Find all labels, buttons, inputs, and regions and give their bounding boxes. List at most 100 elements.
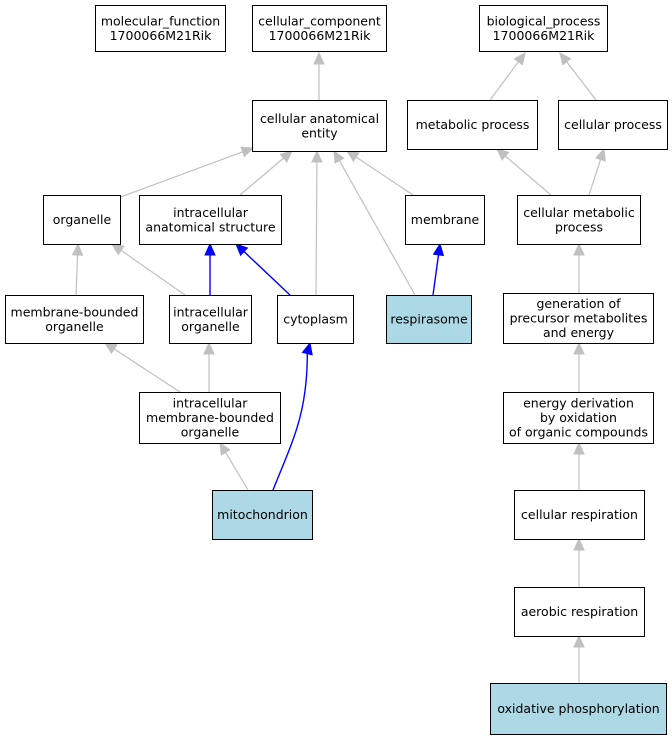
edge-cellular_metabolic_process-to-metabolic_process [496,148,552,196]
node-label: intracellular [173,304,249,319]
arrowhead-icon [204,242,216,256]
edge-cellular_anatomical_entity-to-cellular_component [313,51,325,100]
edge-line [225,452,249,491]
node-cytoplasm[interactable]: cytoplasm [277,295,354,344]
node-label: respirasome [390,312,468,327]
node-box [517,195,641,245]
node-label: intracellular [173,205,249,220]
arrowhead-icon [333,149,345,164]
edge-cytoplasm-to-intracellular_anatomical_structure [235,243,291,296]
node-label: and energy [543,325,615,340]
arrowhead-icon [496,148,510,161]
node-label: organelle [45,319,104,334]
node-box [169,295,252,344]
node-label: cytoplasm [283,312,348,327]
edge-energy_derivation-to-generation_of_precursor [573,341,585,392]
edge-respirasome-to-cellular_anatomical_entity [333,149,416,296]
edge-intracellular_membrane_bounded_organelle-to-membrane_bounded_organelle [103,342,181,393]
edge-cellular_respiration-to-energy_derivation [573,441,585,490]
arrowhead-icon [573,242,585,256]
node-label: aerobic respiration [521,604,638,619]
node-label: organelle [181,425,240,440]
edge-line [489,61,519,101]
node-cellular-respiration[interactable]: cellular respiration [514,490,645,540]
node-aerobic-respiration[interactable]: aerobic respiration [514,587,645,637]
node-label: energy derivation [523,396,634,411]
edge-line [566,61,597,101]
edge-line [243,251,291,296]
edge-line [75,254,79,296]
arrowhead-icon [103,342,118,355]
node-label: cellular process [564,117,662,132]
node-organelle[interactable]: organelle [43,195,121,245]
node-label: generation of [536,296,621,311]
arrowhead-icon [203,341,215,355]
arrowhead-icon [513,52,526,66]
node-label: precursor metabolites [510,311,648,326]
edge-line [272,353,309,491]
arrowhead-icon [432,242,445,257]
node-label: 1700066M21Rik [110,28,213,43]
arrowhead-icon [235,243,249,257]
edge-line [117,151,243,199]
edge-line [120,249,186,296]
edge-cytoplasm-to-cellular_anatomical_entity [311,149,323,296]
node-mitochondrion[interactable]: mitochondrion [212,490,313,540]
arrowhead-icon [573,537,585,551]
node-box [139,195,282,245]
edge-mitochondrion-to-intracellular_membrane_bounded_organelle [219,441,249,491]
node-box [405,195,485,245]
edge-intracellular_membrane_bounded_organelle-to-intracellular_organelle [203,341,215,392]
node-oxidative-phosphorylation[interactable]: oxidative phosphorylation [490,683,667,735]
node-box [212,490,313,540]
edge-aerobic_respiration-to-cellular_respiration [573,537,585,587]
arrowhead-icon [279,150,293,163]
arrowhead-icon [71,242,84,256]
node-box [95,5,226,52]
node-label: biological_process [487,13,601,28]
node-membrane[interactable]: membrane [405,195,485,245]
arrowhead-icon [573,634,585,648]
node-label: cellular metabolic [523,205,635,220]
node-label: membrane-bounded [11,304,139,319]
node-box [139,392,281,444]
node-label: entity [301,125,338,140]
node-label: 1700066M21Rik [269,28,372,43]
edge-line [504,155,552,196]
edge-line [315,161,318,296]
node-label: cellular respiration [521,507,638,522]
edge-respirasome-to-membrane [432,242,445,296]
arrowhead-icon [111,243,125,256]
arrowhead-icon [311,149,323,163]
arrowhead-icon [301,341,313,356]
node-box [514,490,645,540]
edge-membrane_bounded_organelle-to-organelle [71,242,84,296]
edge-cellular_process-to-biological_process [559,52,597,101]
arrowhead-icon [573,341,585,355]
node-label: molecular_function [101,13,220,28]
node-box [5,295,144,344]
arrowhead-icon [240,146,255,158]
edge-generation_of_precursor-to-cellular_metabolic_process [573,242,585,293]
node-label: 1700066M21Rik [493,28,596,43]
node-box [490,683,667,735]
node-label: process [555,219,603,234]
arrowhead-icon [345,150,360,163]
node-box [558,100,668,150]
node-respirasome[interactable]: respirasome [386,295,472,344]
node-cellular-process[interactable]: cellular process [558,100,668,150]
node-box [252,5,387,52]
edge-metabolic_process-to-biological_process [489,52,526,101]
node-metabolic-process[interactable]: metabolic process [407,100,538,150]
